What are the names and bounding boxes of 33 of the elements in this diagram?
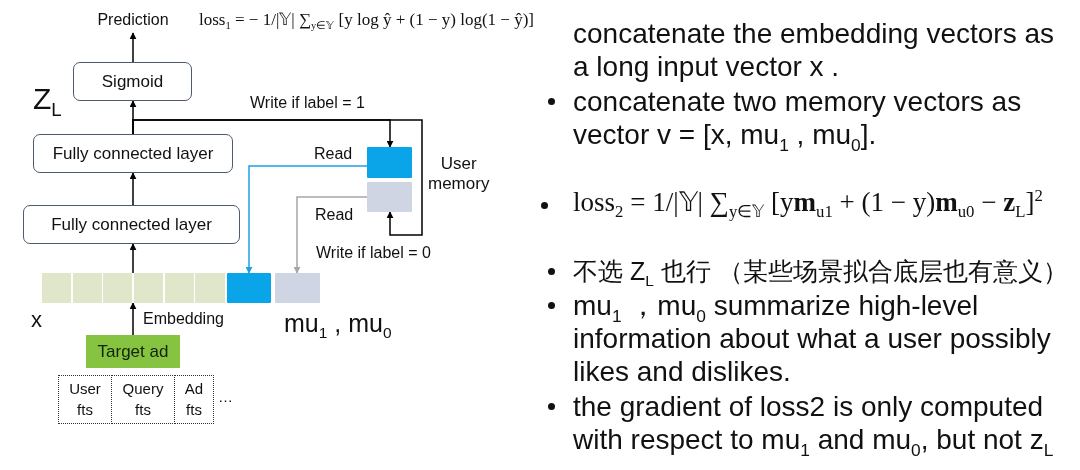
arrow xyxy=(129,243,137,274)
group-label: User memory xyxy=(428,154,490,195)
bullet-text: concatenate the embedding vectors as a long input vector x . xyxy=(573,17,1055,83)
input-box: Target ad xyxy=(86,335,180,368)
memory-slot xyxy=(367,182,412,212)
memory-slot xyxy=(367,147,412,178)
bullet-text: the gradient of loss2 is only computed with respect to mu$_{1}$ and mu$_{0}$, but not z$_{L}$ xyxy=(573,390,1055,456)
process-box: Fully connected layer xyxy=(33,134,233,173)
loss-formula: loss$_{2}$ = 1/|𝕐| ∑$_{y∈𝕐}$ [ym$_{u1}$ + (1 − y)m$_{u0}$ − z$_{L}$]$^{2}$ xyxy=(573,186,1043,219)
process-box: Sigmoid xyxy=(73,62,192,101)
arrow xyxy=(293,196,368,274)
variable-label: x xyxy=(31,308,42,333)
process-box: Fully connected layer xyxy=(23,205,240,244)
variable-label: mu$_{1}$ , mu$_{0}$ xyxy=(284,308,392,340)
arrow xyxy=(132,119,423,236)
embedding-vector xyxy=(42,273,226,303)
arrow xyxy=(129,32,137,63)
variable-label: Z$_{L}$ xyxy=(33,82,62,115)
ellipsis-text: … xyxy=(218,388,233,406)
vector-slot xyxy=(275,273,320,303)
feature-box: Ad fts xyxy=(174,375,214,424)
output-text: Prediction xyxy=(86,7,180,33)
loss-formula: loss$_{1}$ = − 1/|𝕐| ∑$_{y∈𝕐}$ [y log ŷ + (1 − y) log(1 − ŷ)] xyxy=(199,10,534,31)
bullet-text: mu$_{1}$ ，mu$_{0}$ summarize high-level information about what a user possibly likes and dislikes. xyxy=(573,289,1052,388)
arrow xyxy=(129,172,137,206)
arrow xyxy=(129,302,137,336)
feature-box: Query fts xyxy=(111,375,175,424)
edge-label: Embedding xyxy=(142,309,225,329)
bullet-text: concatenate two memory vectors as vector v = [x, mu$_{1}$ , mu$_{0}$]. xyxy=(573,85,1023,151)
vector-slot xyxy=(227,273,271,303)
bullet-text: 不选 Z$_{L}$ 也行 （某些场景拟合底层也有意义） xyxy=(573,256,1068,288)
feature-box: User fts xyxy=(58,375,112,424)
arrow xyxy=(245,165,368,274)
